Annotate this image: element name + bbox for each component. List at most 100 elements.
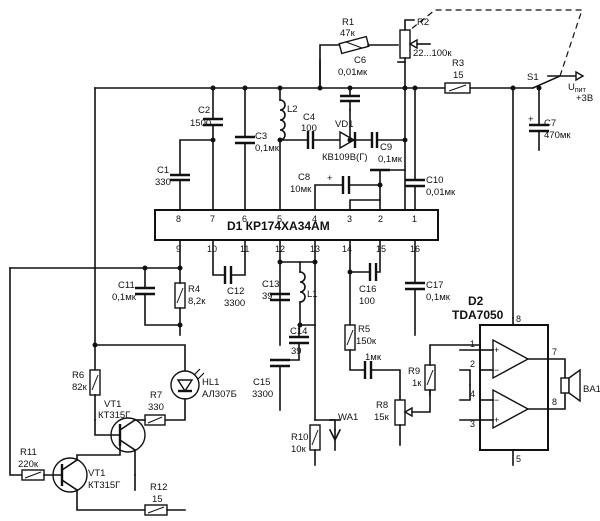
c2-value: 1500 bbox=[190, 118, 211, 129]
c-out-value: 1мк bbox=[365, 352, 382, 363]
amp2-triangle bbox=[492, 388, 530, 430]
svg-text:5: 5 bbox=[516, 454, 521, 464]
svg-text:8: 8 bbox=[176, 214, 181, 224]
vt1a-value: КТ315Г bbox=[98, 410, 130, 421]
c9-value: 0,1мк bbox=[378, 154, 403, 165]
vd1-diode bbox=[339, 130, 356, 150]
top-power-rail bbox=[94, 74, 583, 91]
r5-ref: R5 bbox=[358, 324, 370, 335]
c8-ref: C8 bbox=[298, 172, 310, 183]
pins-1-2-3-block: C10 0,01мк bbox=[349, 87, 456, 211]
hl1-led: HL1 АЛ307Б bbox=[164, 368, 237, 421]
d2-label: TDA7050 bbox=[452, 308, 504, 322]
vt1-upper-transistor: VT1 КТ315Г bbox=[94, 399, 146, 476]
r3-resistor: R3 15 bbox=[444, 58, 471, 94]
r3-value: 15 bbox=[453, 70, 464, 81]
c6-ref: C6 bbox=[354, 55, 366, 66]
r6-value: 82к bbox=[72, 382, 88, 393]
c1-capacitor: C1 330 bbox=[155, 139, 214, 211]
svg-text:5: 5 bbox=[277, 214, 282, 224]
r7-value: 330 bbox=[148, 402, 164, 413]
r9-ref: R9 bbox=[408, 366, 420, 377]
svg-text:1: 1 bbox=[412, 214, 417, 224]
c7-value: 470мк bbox=[544, 130, 571, 141]
svg-text:+: + bbox=[494, 415, 499, 425]
svg-text:3: 3 bbox=[470, 419, 475, 429]
c2-capacitor: C2 1500 bbox=[190, 87, 223, 211]
svg-text:4: 4 bbox=[470, 389, 475, 399]
r12-value: 15 bbox=[152, 494, 163, 505]
r11-resistor: R11 220к bbox=[9, 267, 63, 481]
svg-text:10: 10 bbox=[207, 244, 217, 254]
c16-r5-block: 1мк C16 100 R5 150к bbox=[344, 239, 401, 401]
svg-text:9: 9 bbox=[176, 244, 181, 254]
c4-ref: C4 bbox=[303, 112, 315, 123]
svg-text:6: 6 bbox=[242, 214, 247, 224]
r4-ref: R4 bbox=[188, 284, 200, 295]
c2-ref: C2 bbox=[198, 105, 210, 116]
supply-voltage: +3В bbox=[576, 93, 593, 104]
r2-potentiometer bbox=[399, 29, 411, 59]
c9-ref: C9 bbox=[380, 142, 392, 153]
svg-text:2: 2 bbox=[470, 359, 475, 369]
r6-ref: R6 bbox=[72, 370, 84, 381]
c16-value: 100 bbox=[359, 296, 375, 307]
r2-value: 22...100к bbox=[413, 48, 452, 59]
ba1-speaker: BA1 bbox=[560, 368, 600, 403]
r5-value: 150к bbox=[356, 336, 377, 347]
c8-capacitor: + C8 10мк bbox=[290, 172, 383, 211]
c12-value: 3300 bbox=[224, 298, 245, 309]
svg-text:7: 7 bbox=[552, 347, 557, 357]
r7-resistor: R7 330 bbox=[144, 390, 166, 426]
ba1-ref: BA1 bbox=[583, 384, 600, 395]
r1-ref: R1 bbox=[342, 17, 354, 28]
r8-ref: R8 bbox=[376, 400, 388, 411]
c1-value: 330 bbox=[155, 177, 171, 188]
svg-text:−: − bbox=[494, 365, 499, 375]
vt1a-ref: VT1 bbox=[104, 399, 121, 410]
c4-vd1-block: C4 100 VD1 КВ109В(Г) C9 0,1мк bbox=[279, 87, 408, 165]
c14-ref: C14 bbox=[290, 326, 307, 337]
svg-text:+: + bbox=[528, 114, 534, 125]
c6-value: 0,01мк bbox=[338, 67, 368, 78]
svg-text:−: − bbox=[494, 395, 499, 405]
svg-text:2: 2 bbox=[378, 214, 383, 224]
c7-ref: C7 bbox=[544, 118, 556, 129]
c13-ref: C13 bbox=[262, 279, 279, 290]
svg-text:+: + bbox=[494, 345, 499, 355]
c4-value: 100 bbox=[301, 123, 317, 134]
c11-ref: C11 bbox=[118, 280, 135, 291]
svg-text:15: 15 bbox=[376, 244, 386, 254]
c14-value: 39 bbox=[291, 346, 302, 357]
c7-capacitor: + C7 470мк bbox=[528, 87, 571, 151]
r7-ref: R7 bbox=[150, 390, 162, 401]
hl1-ref: HL1 bbox=[202, 377, 219, 388]
amp1-triangle bbox=[492, 338, 530, 380]
svg-text:+: + bbox=[327, 173, 333, 184]
r9-value: 1к bbox=[412, 378, 422, 389]
c3-value: 0,1мк bbox=[255, 143, 280, 154]
vt1b-ref: VT1 bbox=[88, 468, 105, 479]
c17-ref: C17 bbox=[426, 280, 443, 291]
r4-value: 8,2к bbox=[188, 296, 206, 307]
svg-text:7: 7 bbox=[210, 214, 215, 224]
d2-chip: D2 TDA7050 8 5 + − − + 1 2 4 3 7 8 bbox=[452, 294, 566, 466]
r10-value: 10к bbox=[291, 444, 307, 455]
svg-text:8: 8 bbox=[516, 314, 521, 324]
c3-ref: C3 bbox=[255, 131, 267, 142]
svg-text:4: 4 bbox=[312, 214, 317, 224]
d2-ref: D2 bbox=[468, 294, 484, 308]
r10-wa1-block: R10 10к WA1 bbox=[291, 412, 358, 466]
c1-ref: C1 bbox=[157, 165, 169, 176]
l1-ref: L1 bbox=[307, 289, 318, 300]
l2-ref: L2 bbox=[287, 104, 298, 115]
d1-label: D1 КР174ХА34АМ bbox=[227, 219, 330, 233]
d1-chip: D1 КР174ХА34АМ 8 7 6 5 4 3 2 1 9 10 11 1… bbox=[154, 209, 439, 254]
r1-r2-c6-block: R1 47к R2 22...100к C6 0,01мк bbox=[319, 17, 452, 111]
r10-ref: R10 bbox=[291, 432, 308, 443]
c15-ref: C15 bbox=[253, 377, 270, 388]
svg-text:8: 8 bbox=[552, 397, 557, 407]
r11-ref: R11 bbox=[20, 447, 37, 458]
l2-inductor: L2 bbox=[277, 87, 298, 211]
r8-r9-block: R9 1к R8 15к bbox=[374, 344, 481, 446]
